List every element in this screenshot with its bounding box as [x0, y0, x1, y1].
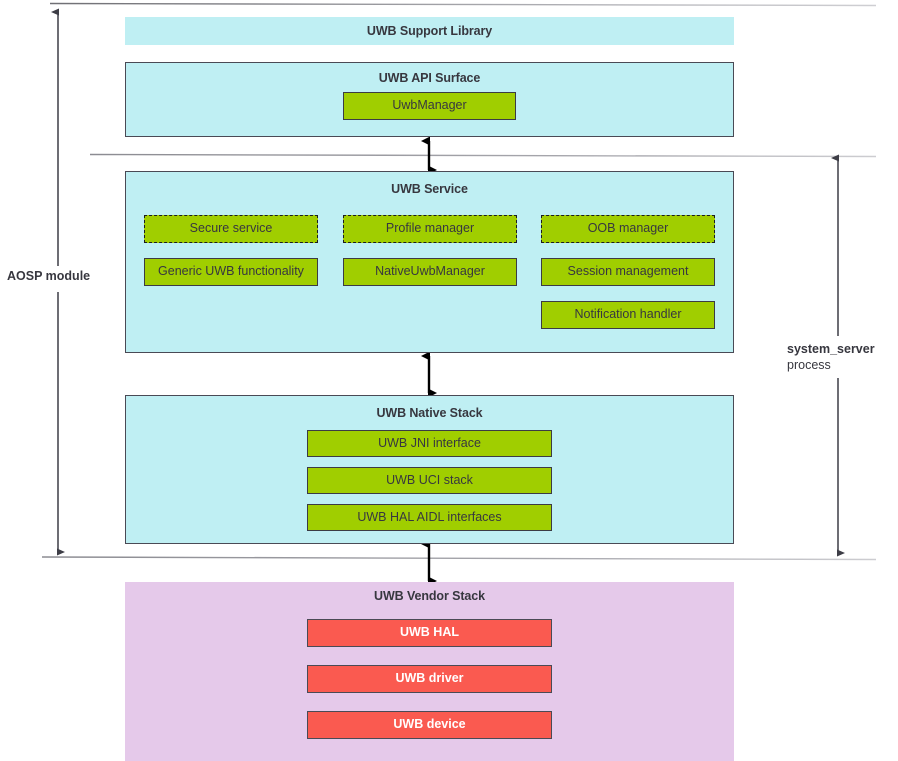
node-native-uwb-manager[interactable]: NativeUwbManager — [343, 258, 517, 286]
node-uwb-hal-aidl-interfaces[interactable]: UWB HAL AIDL interfaces — [307, 504, 552, 531]
node-secure-service[interactable]: Secure service — [144, 215, 318, 243]
node-uwb-driver[interactable]: UWB driver — [307, 665, 552, 693]
node-profile-manager[interactable]: Profile manager — [343, 215, 517, 243]
block-title-uwb-service: UWB Service — [391, 182, 468, 196]
block-title-native-stack: UWB Native Stack — [376, 406, 483, 420]
node-uwb-hal[interactable]: UWB HAL — [307, 619, 552, 647]
block-title-api-surface: UWB API Surface — [378, 71, 481, 85]
node-generic-uwb-functionality[interactable]: Generic UWB functionality — [144, 258, 318, 286]
system-server-process-annotation: system_server process — [787, 342, 892, 373]
block-uwb-support-library[interactable]: UWB Support Library — [125, 17, 734, 45]
node-notification-handler[interactable]: Notification handler — [541, 301, 715, 329]
node-oob-manager[interactable]: OOB manager — [541, 215, 715, 243]
node-uwb-device[interactable]: UWB device — [307, 711, 552, 739]
node-uwb-uci-stack[interactable]: UWB UCI stack — [307, 467, 552, 494]
process-label: process — [787, 357, 831, 372]
aosp-module-label: AOSP module — [7, 269, 91, 283]
node-session-management[interactable]: Session management — [541, 258, 715, 286]
aosp-module-annotation: AOSP module — [7, 269, 107, 285]
block-title-support-library: UWB Support Library — [366, 24, 493, 38]
block-title-vendor-stack: UWB Vendor Stack — [374, 589, 485, 603]
system-server-label: system_server — [787, 342, 875, 356]
node-uwb-manager[interactable]: UwbManager — [343, 92, 516, 120]
node-uwb-jni-interface[interactable]: UWB JNI interface — [307, 430, 552, 457]
